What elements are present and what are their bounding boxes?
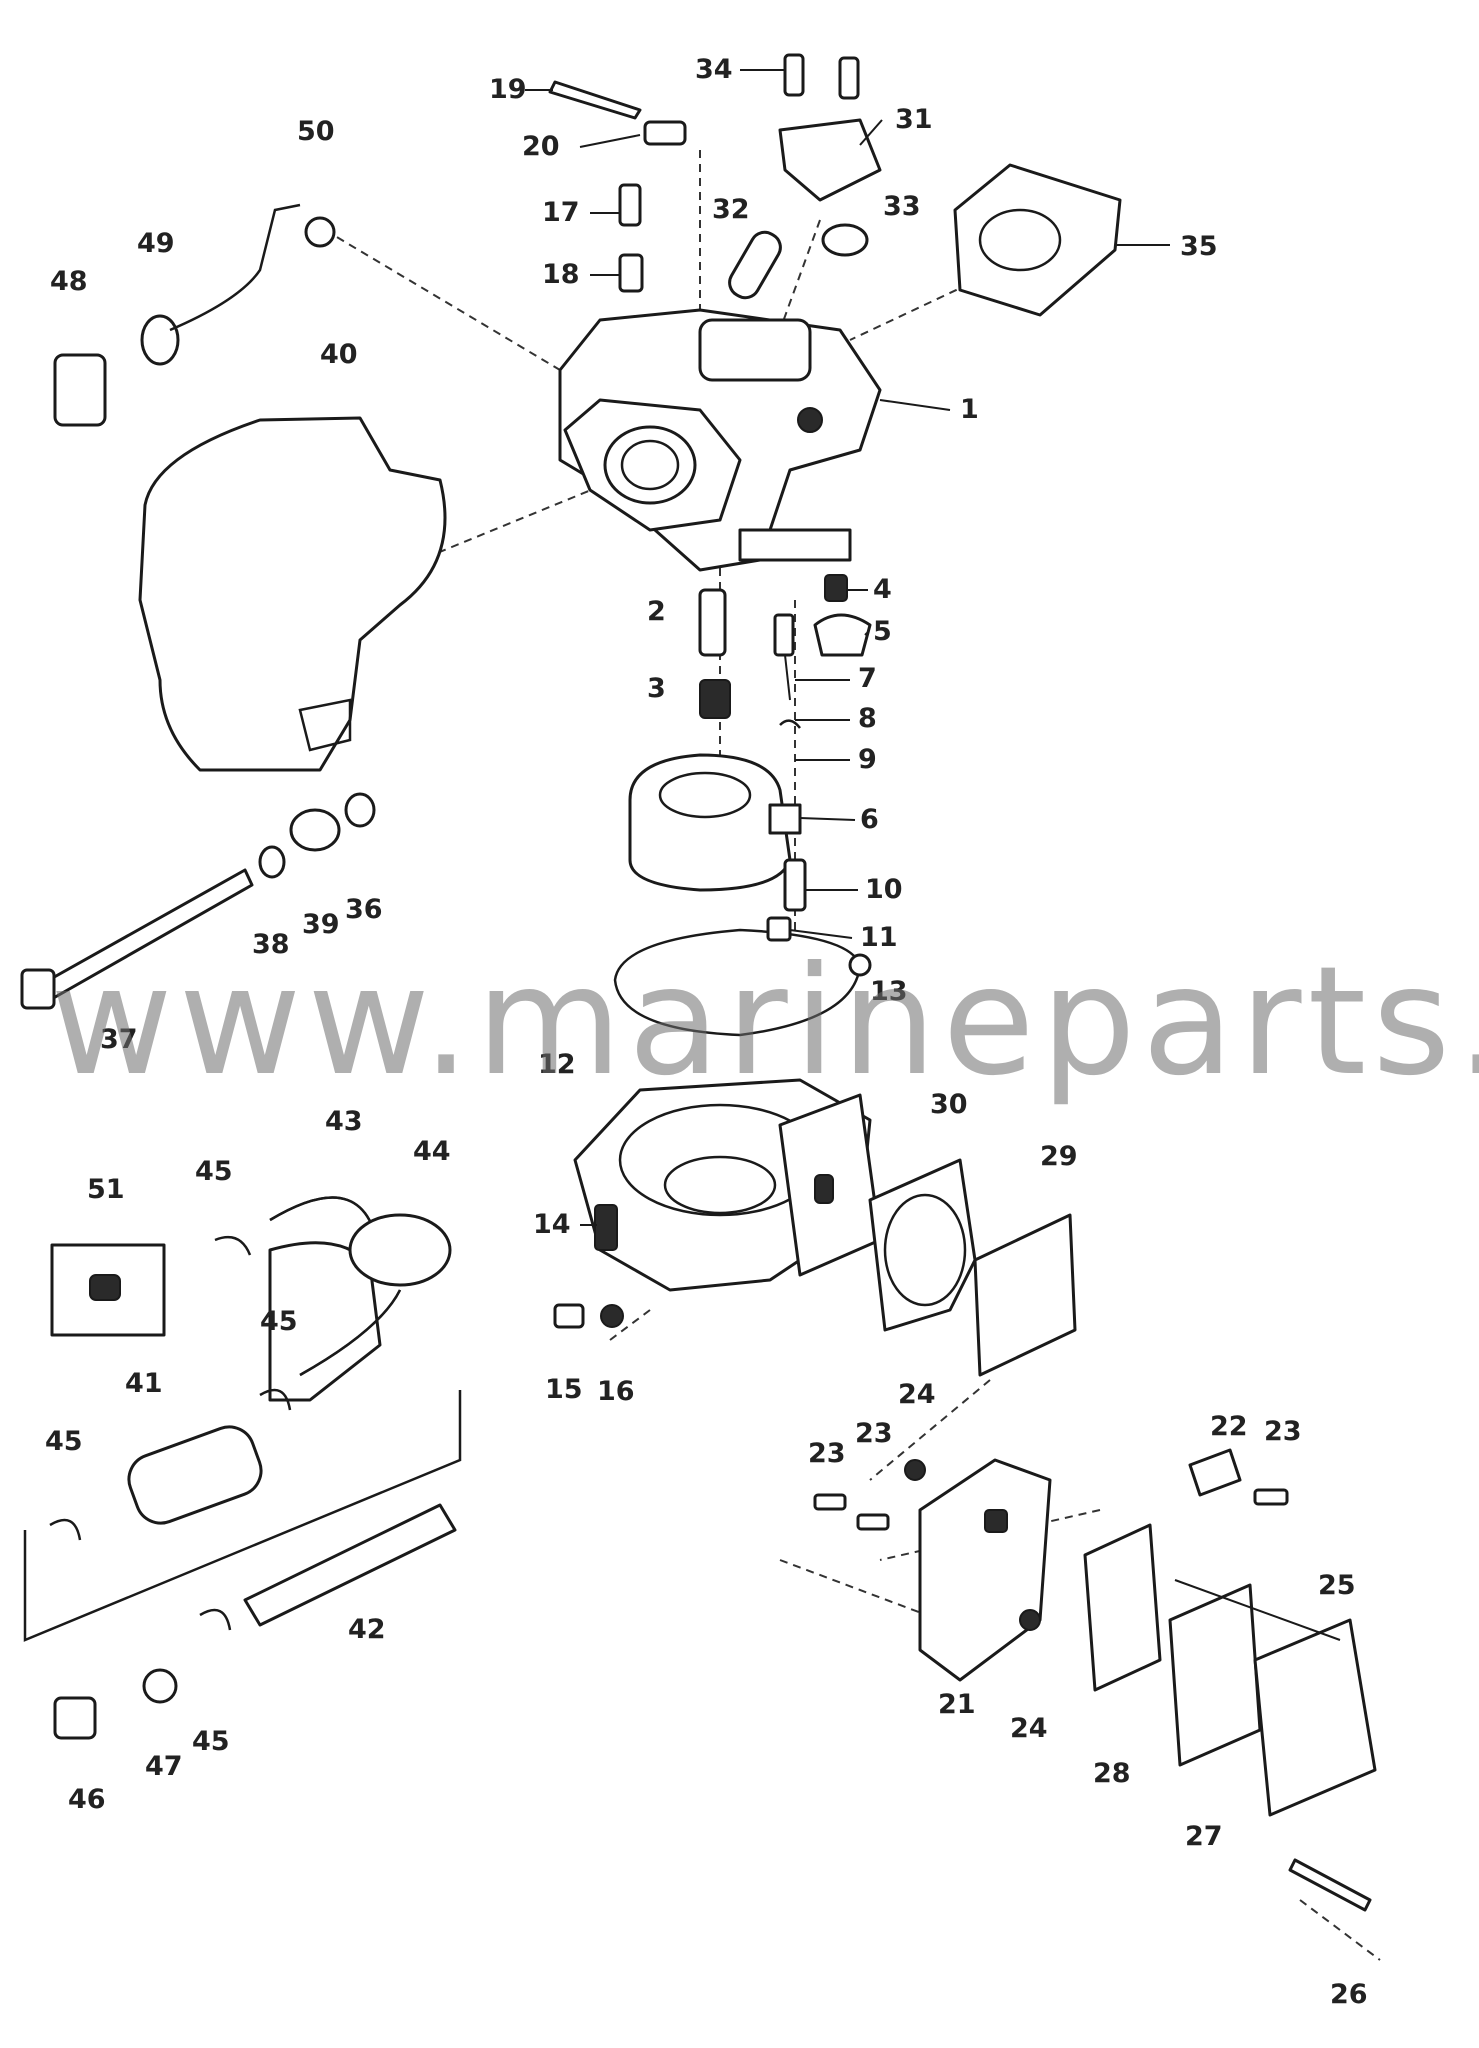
callout-38: 38 bbox=[252, 929, 290, 960]
carburetor-body bbox=[558, 308, 882, 572]
callout-34: 34 bbox=[695, 54, 733, 85]
callout-leaders bbox=[525, 69, 1341, 1641]
callout-28: 28 bbox=[1093, 1758, 1131, 1789]
callout-18: 18 bbox=[542, 259, 580, 290]
callout-21: 21 bbox=[938, 1689, 976, 1720]
gaskets-30-29 bbox=[868, 1158, 1077, 1377]
watermark-text: www.marineparts.eu bbox=[50, 935, 1479, 1109]
assembly-lines bbox=[324, 150, 1381, 1961]
callout-24a: 24 bbox=[898, 1379, 936, 1410]
fuel-pump-assembly bbox=[813, 1448, 1377, 1912]
drain-screw-and-washer bbox=[553, 1303, 624, 1329]
choke-linkage bbox=[53, 203, 336, 427]
callout-51: 51 bbox=[87, 1174, 125, 1205]
callout-46: 46 bbox=[68, 1784, 106, 1815]
callout-41: 41 bbox=[125, 1368, 163, 1399]
fuel-line-parts bbox=[23, 1196, 462, 1740]
callout-43: 43 bbox=[325, 1106, 363, 1137]
long-bolt-assembly bbox=[20, 792, 376, 1010]
callout-37: 37 bbox=[100, 1024, 138, 1055]
callout-26: 26 bbox=[1330, 1979, 1368, 2010]
float bbox=[628, 753, 802, 892]
callout-45c: 45 bbox=[45, 1426, 83, 1457]
float-bowl bbox=[573, 1078, 882, 1292]
callout-45d: 45 bbox=[192, 1726, 230, 1757]
callout-1: 1 bbox=[960, 394, 979, 425]
callout-31: 31 bbox=[895, 104, 933, 135]
callout-36: 36 bbox=[345, 894, 383, 925]
callout-35: 35 bbox=[1180, 231, 1218, 262]
callout-32: 32 bbox=[712, 194, 750, 225]
callout-8: 8 bbox=[858, 703, 877, 734]
jets-and-needles bbox=[594, 574, 872, 1251]
callout-14: 14 bbox=[533, 1209, 571, 1240]
callout-23c: 23 bbox=[1264, 1416, 1302, 1447]
callout-24b: 24 bbox=[1010, 1713, 1048, 1744]
callout-39: 39 bbox=[302, 909, 340, 940]
callout-10: 10 bbox=[865, 874, 903, 905]
callout-49: 49 bbox=[137, 228, 175, 259]
callout-7: 7 bbox=[858, 663, 877, 694]
callout-42: 42 bbox=[348, 1614, 386, 1645]
callout-48: 48 bbox=[50, 266, 88, 297]
callout-3: 3 bbox=[647, 673, 666, 704]
top-small-parts bbox=[548, 53, 1122, 317]
callout-33: 33 bbox=[883, 191, 921, 222]
callout-5: 5 bbox=[873, 616, 892, 647]
callout-labels: 1 2 3 4 5 6 7 8 9 10 11 12 13 14 15 16 1… bbox=[45, 54, 1368, 2010]
callout-19: 19 bbox=[489, 74, 527, 105]
callout-50: 50 bbox=[297, 116, 335, 147]
callout-47: 47 bbox=[145, 1751, 183, 1782]
callout-45b: 45 bbox=[260, 1306, 298, 1337]
callout-22: 22 bbox=[1210, 1411, 1248, 1442]
callout-20: 20 bbox=[522, 131, 560, 162]
callout-25: 25 bbox=[1318, 1570, 1356, 1601]
callout-2: 2 bbox=[647, 596, 666, 627]
callout-17: 17 bbox=[542, 197, 580, 228]
callout-40: 40 bbox=[320, 339, 358, 370]
callout-45a: 45 bbox=[195, 1156, 233, 1187]
callout-23b: 23 bbox=[855, 1418, 893, 1449]
intake-cover bbox=[138, 416, 447, 772]
callout-11: 11 bbox=[860, 922, 898, 953]
callout-12: 12 bbox=[538, 1049, 576, 1080]
callout-30: 30 bbox=[930, 1089, 968, 1120]
bowl-gasket bbox=[613, 928, 872, 1037]
callout-44: 44 bbox=[413, 1136, 451, 1167]
callout-27: 27 bbox=[1185, 1821, 1223, 1852]
callout-15: 15 bbox=[545, 1374, 583, 1405]
callout-4: 4 bbox=[873, 574, 892, 605]
callout-9: 9 bbox=[858, 744, 877, 775]
callout-23a: 23 bbox=[808, 1438, 846, 1469]
callout-16: 16 bbox=[597, 1376, 635, 1407]
callout-6: 6 bbox=[860, 804, 879, 835]
callout-13: 13 bbox=[870, 976, 908, 1007]
callout-29: 29 bbox=[1040, 1141, 1078, 1172]
